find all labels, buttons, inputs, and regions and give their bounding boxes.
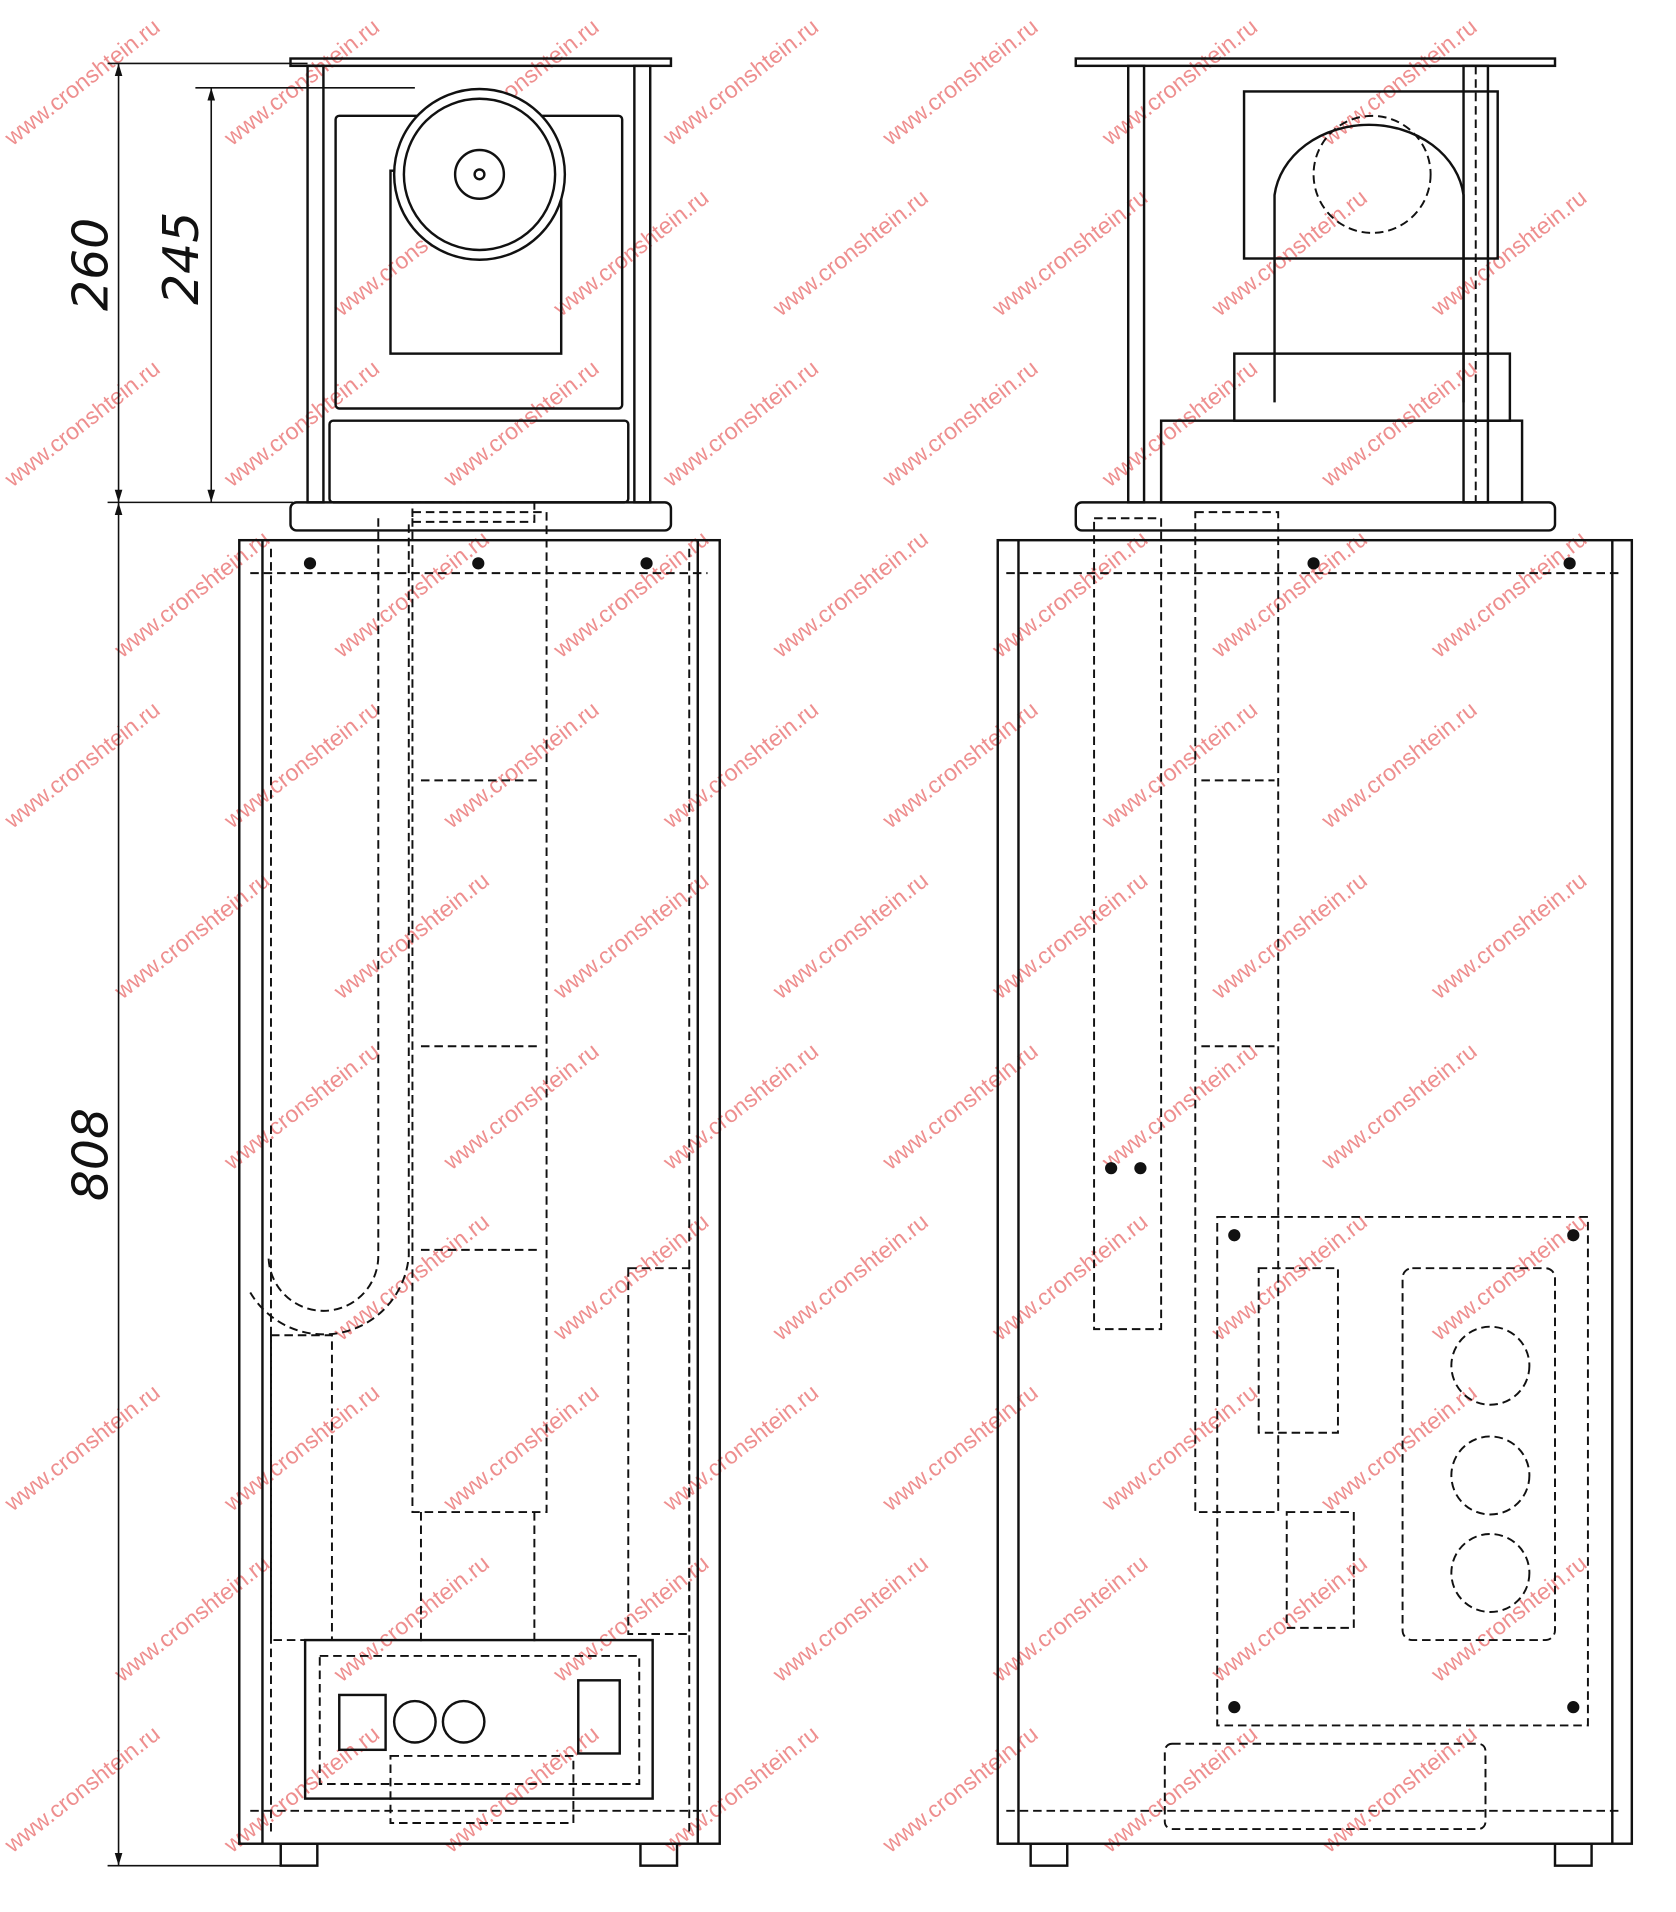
watermark-text: www.cronshtein.ru — [767, 184, 933, 322]
watermark-text: www.cronshtein.ru — [438, 696, 604, 834]
dimension-260: 260 — [63, 218, 120, 311]
side-view — [996, 57, 1634, 1867]
watermark-text: www.cronshtein.ru — [218, 13, 384, 151]
watermark-text: www.cronshtein.ru — [0, 696, 165, 834]
watermark-text: www.cronshtein.ru — [547, 184, 713, 322]
dimension-245: 245 — [153, 212, 210, 305]
watermark-text: www.cronshtein.ru — [1206, 1208, 1372, 1346]
watermark-text: www.cronshtein.ru — [438, 1038, 604, 1176]
watermark-text: www.cronshtein.ru — [109, 867, 275, 1005]
watermark-text: www.cronshtein.ru — [767, 1208, 933, 1346]
watermark-text: www.cronshtein.ru — [218, 1038, 384, 1176]
watermark-text: www.cronshtein.ru — [438, 355, 604, 493]
watermark-text: www.cronshtein.ru — [1206, 867, 1372, 1005]
watermark-text: www.cronshtein.ru — [1425, 184, 1591, 322]
watermark-text: www.cronshtein.ru — [0, 1720, 165, 1858]
watermark-text: www.cronshtein.ru — [0, 13, 165, 151]
watermark-text: www.cronshtein.ru — [986, 525, 1152, 663]
watermark-text: www.cronshtein.ru — [986, 1208, 1152, 1346]
watermark-text: www.cronshtein.ru — [767, 867, 933, 1005]
watermark-text: www.cronshtein.ru — [218, 1379, 384, 1517]
watermark-text: www.cronshtein.ru — [328, 1550, 494, 1688]
watermark-text: www.cronshtein.ru — [0, 1379, 165, 1517]
watermark-text: www.cronshtein.ru — [1316, 696, 1482, 834]
watermark-text: www.cronshtein.ru — [1206, 184, 1372, 322]
watermark-text: www.cronshtein.ru — [1206, 525, 1372, 663]
watermark-text: www.cronshtein.ru — [877, 13, 1043, 151]
watermark-text: www.cronshtein.ru — [986, 1550, 1152, 1688]
watermark-text: www.cronshtein.ru — [109, 525, 275, 663]
watermark-text: www.cronshtein.ru — [657, 1379, 823, 1517]
watermark-text: www.cronshtein.ru — [657, 1720, 823, 1858]
dimension-lines — [107, 62, 415, 1867]
watermark-text: www.cronshtein.ru — [986, 867, 1152, 1005]
watermark-text: www.cronshtein.ru — [1316, 1720, 1482, 1858]
watermark-text: www.cronshtein.ru — [218, 696, 384, 834]
watermark-text: www.cronshtein.ru — [657, 13, 823, 151]
watermark-text: www.cronshtein.ru — [328, 867, 494, 1005]
watermark-text: www.cronshtein.ru — [1316, 355, 1482, 493]
watermark-text: www.cronshtein.ru — [1316, 1038, 1482, 1176]
watermark-text: www.cronshtein.ru — [1425, 867, 1591, 1005]
watermark-text: www.cronshtein.ru — [767, 525, 933, 663]
watermark-text: www.cronshtein.ru — [877, 355, 1043, 493]
watermark-text: www.cronshtein.ru — [1206, 1550, 1372, 1688]
watermark-text: www.cronshtein.ru — [1096, 1038, 1262, 1176]
watermark-text: www.cronshtein.ru — [218, 1720, 384, 1858]
watermark-text: www.cronshtein.ru — [328, 525, 494, 663]
watermark-text: www.cronshtein.ru — [1096, 696, 1262, 834]
watermark-text: www.cronshtein.ru — [1316, 13, 1482, 151]
watermark-text: www.cronshtein.ru — [1425, 1208, 1591, 1346]
watermark-text: www.cronshtein.ru — [1096, 1720, 1262, 1858]
watermark-text: www.cronshtein.ru — [1096, 13, 1262, 151]
watermark-text: www.cronshtein.ru — [328, 1208, 494, 1346]
watermark-text: www.cronshtein.ru — [438, 1379, 604, 1517]
watermark-text: www.cronshtein.ru — [1425, 1550, 1591, 1688]
watermark-text: www.cronshtein.ru — [1096, 1379, 1262, 1517]
watermark-text: www.cronshtein.ru — [1096, 355, 1262, 493]
watermark-text: www.cronshtein.ru — [218, 355, 384, 493]
watermark-text: www.cronshtein.ru — [657, 355, 823, 493]
watermark-text: www.cronshtein.ru — [657, 1038, 823, 1176]
watermark-text: www.cronshtein.ru — [767, 1550, 933, 1688]
watermark-text: www.cronshtein.ru — [1425, 525, 1591, 663]
watermark-text: www.cronshtein.ru — [0, 355, 165, 493]
watermark-text: www.cronshtein.ru — [657, 696, 823, 834]
watermark-text: www.cronshtein.ru — [109, 1550, 275, 1688]
front-view — [238, 57, 721, 1867]
dimension-808: 808 — [63, 1108, 120, 1201]
